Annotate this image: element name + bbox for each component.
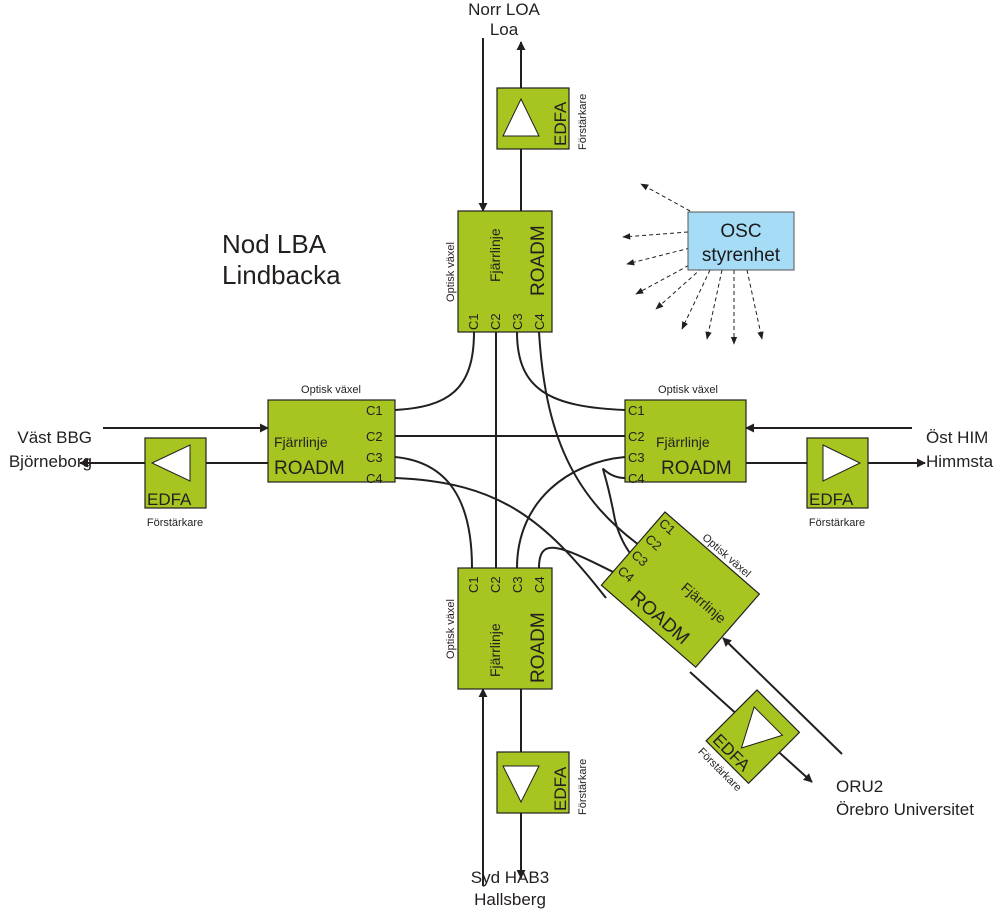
roadm-south: Optisk växel C1 C2 C3 C4 Fjärrlinje ROAD… <box>445 567 553 690</box>
edfa-label: EDFA <box>551 101 570 146</box>
roadm-southeast: Optisk växel C1 C2 C3 C4 Fjärrlinje ROAD… <box>600 511 761 669</box>
roadm-label: ROADM <box>528 612 549 683</box>
south-site-code: Syd HAB3 <box>471 868 549 887</box>
port-c1-label: C1 <box>466 576 481 593</box>
port-c2-label: C2 <box>488 313 503 330</box>
port-c2-label: C2 <box>628 429 645 444</box>
roadm-north: Optisk växel C1 C2 C3 C4 Fjärrlinje ROAD… <box>445 210 553 333</box>
port-c1-label: C1 <box>366 403 383 418</box>
roadm-west-box <box>267 399 396 483</box>
port-c3-label: C3 <box>510 576 525 593</box>
long-line-label: Fjärrlinje <box>656 434 710 450</box>
east-site-name: Himmsta <box>926 452 994 471</box>
fiber-north-c4-southeast-c1 <box>538 331 653 555</box>
osc-signal-line <box>626 247 691 266</box>
fiber-east-c3-south-c3 <box>516 456 626 569</box>
roadm-label: ROADM <box>528 225 549 296</box>
amplifier-down-icon <box>502 765 540 804</box>
port-c3-label: C3 <box>510 313 525 330</box>
east-site-code: Öst HIM <box>926 428 988 447</box>
edfa-south-box <box>496 751 570 814</box>
roadm-label: ROADM <box>661 458 732 479</box>
site-labels: Norr LOA Loa Väst BBG Björneborg Öst HIM… <box>9 0 994 909</box>
north-site-name: Loa <box>490 20 519 39</box>
port-c3-label: C3 <box>628 450 645 465</box>
roadm-label: ROADM <box>274 458 345 479</box>
west-site-code: Väst BBG <box>17 428 92 447</box>
amplifier-label: Förstärkare <box>577 94 589 150</box>
edfa-north: EDFA Förstärkare <box>496 87 589 150</box>
osc-label: OSC <box>720 221 761 242</box>
edfa-label: EDFA <box>551 766 570 811</box>
optical-switch-label: Optisk växel <box>445 599 457 659</box>
southeast-in-fiber <box>722 637 843 755</box>
port-c1-label: C1 <box>628 403 645 418</box>
edfa-west: EDFA Förstärkare <box>144 437 207 529</box>
amplifier-label: Förstärkare <box>809 517 865 529</box>
cross-connect-fibers <box>394 331 653 599</box>
fiber-north-c3-east-c1 <box>516 331 626 411</box>
fiber-west-c3-south-c1 <box>394 456 473 569</box>
port-c1-label: C1 <box>466 313 481 330</box>
edfa-south: EDFA Förstärkare <box>496 751 589 815</box>
long-line-label: Fjärrlinje <box>274 434 328 450</box>
osc-sublabel: styrenhet <box>702 245 781 266</box>
southeast-site-code: ORU2 <box>836 777 883 796</box>
port-c4-label: C4 <box>628 471 645 486</box>
osc-box <box>687 211 795 271</box>
roadm-southeast-box <box>600 511 761 669</box>
osc-signal-line <box>622 231 689 240</box>
amplifier-up-icon <box>502 97 540 137</box>
port-c4-label: C4 <box>366 471 383 486</box>
edfa-label: EDFA <box>147 490 192 509</box>
north-site-code: Norr LOA <box>468 0 540 19</box>
osc-signal-line <box>635 261 696 295</box>
roadm-south-box <box>457 567 553 690</box>
osc-control-unit: OSC styrenhet <box>622 183 795 345</box>
fiber-south-c4-southeast-c3 <box>538 546 628 580</box>
optical-switch-label: Optisk växel <box>658 384 718 396</box>
fiber-east-c4-southeast-c2 <box>602 468 641 566</box>
long-line-label: Fjärrlinje <box>487 228 503 282</box>
osc-signal-line <box>705 269 723 340</box>
port-c2-label: C2 <box>366 429 383 444</box>
roadm-east: Optisk växel Fjärrlinje ROADM C1 C2 C3 C… <box>624 384 747 486</box>
roadm-north-box <box>457 210 553 333</box>
port-c4-label: C4 <box>532 576 547 593</box>
port-c3-label: C3 <box>366 450 383 465</box>
amplifier-label: Förstärkare <box>147 517 203 529</box>
edfa-east: EDFA Förstärkare <box>806 437 869 529</box>
port-c4-label: C4 <box>532 313 547 330</box>
amplifier-label: Förstärkare <box>577 759 589 815</box>
roadm-east-box <box>624 399 747 483</box>
edfa-label: EDFA <box>809 490 854 509</box>
osc-signal-line <box>681 269 711 330</box>
node-location: Lindbacka <box>222 260 341 290</box>
osc-signal-line <box>655 267 703 310</box>
roadm-west: Optisk växel Fjärrlinje ROADM C1 C2 C3 C… <box>267 384 396 486</box>
amplifier-left-icon <box>150 444 191 482</box>
amplifier-right-icon <box>822 444 862 482</box>
long-line-label: Fjärrlinje <box>487 623 503 677</box>
optical-switch-label: Optisk växel <box>301 384 361 396</box>
south-site-name: Hallsberg <box>474 890 546 909</box>
optical-switch-label: Optisk växel <box>445 242 457 302</box>
node-title: Nod LBA Lindbacka <box>222 229 341 290</box>
port-c2-label: C2 <box>488 576 503 593</box>
fiber-west-c4-southeast-c4 <box>394 477 607 599</box>
amplifier-diagonal-icon <box>740 706 784 749</box>
west-site-name: Björneborg <box>9 452 92 471</box>
osc-signal-line <box>746 269 764 340</box>
edfa-north-box <box>496 87 570 150</box>
edfa-southeast: EDFA Förstärkare <box>695 689 801 794</box>
southeast-site-name: Örebro Universitet <box>836 800 974 819</box>
osc-signal-line <box>640 183 691 212</box>
node-name: Nod LBA <box>222 229 327 259</box>
fiber-west-c1-north-c1 <box>394 331 475 411</box>
